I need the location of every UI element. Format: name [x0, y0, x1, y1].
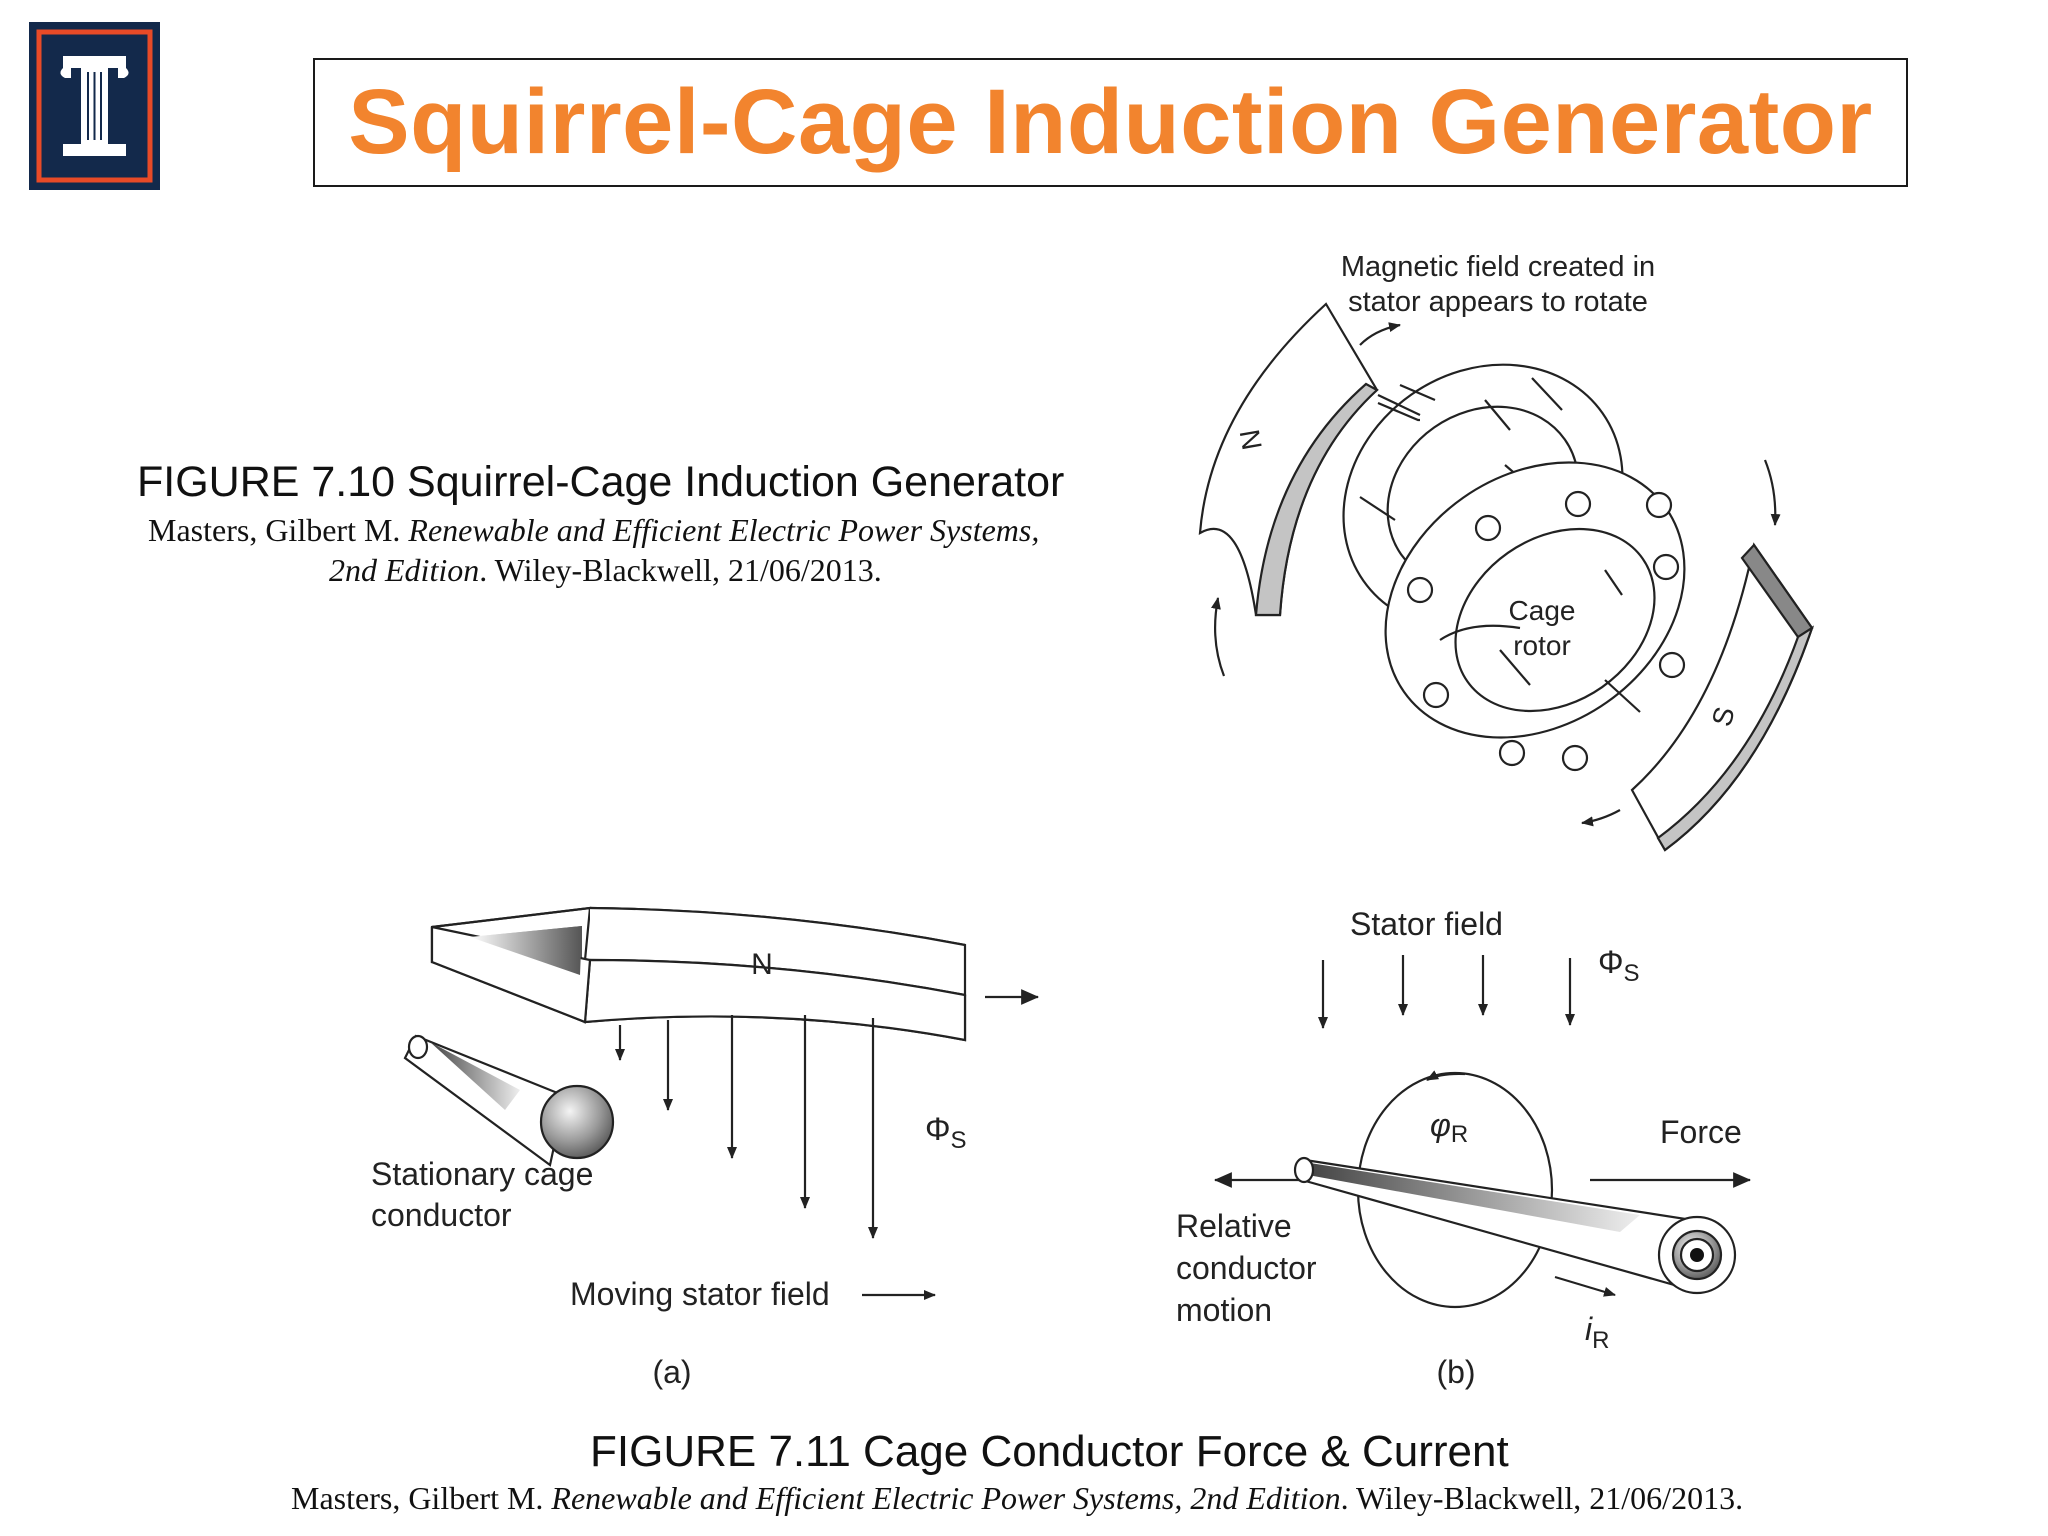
figure-7-11a-diagram: [403, 906, 1040, 1300]
citation-book-title: Renewable and Efficient Electric Power S…: [408, 512, 1040, 548]
cage-rotor-label-line1: Cage: [1509, 595, 1576, 626]
conductor-label-line1: Stationary cage: [371, 1156, 593, 1192]
figure-7-11-citation: Masters, Gilbert M. Renewable and Effici…: [291, 1480, 1743, 1517]
conductor-label-line2: conductor: [371, 1197, 512, 1233]
figure-7-10-caption: FIGURE 7.10 Squirrel-Cage Induction Gene…: [137, 458, 1065, 506]
current-subscript: R: [1592, 1327, 1609, 1354]
figure-7-10-diagram: [1198, 302, 1815, 852]
moving-field-label: Moving stator field: [570, 1276, 830, 1312]
phi-symbol: Φ: [1598, 944, 1624, 980]
figure-7-10-labels: Magnetic field created in stator appears…: [1234, 251, 1741, 730]
phi-r-symbol: φ: [1430, 1107, 1451, 1143]
phi-s-label-b: ΦS: [1598, 944, 1640, 987]
inner-bars: [1439, 569, 1641, 713]
force-label: Force: [1660, 1114, 1742, 1150]
citation-edition: 2nd Edition: [329, 552, 480, 588]
phi-r-label: φR: [1430, 1107, 1468, 1148]
figure-7-11a-labels: N ΦS Stationary cage conductor Moving st…: [371, 948, 967, 1390]
conductor-end-sphere: [539, 1084, 615, 1160]
motion-label-line2: conductor: [1176, 1250, 1317, 1286]
citation-publisher: . Wiley-Blackwell, 21/06/2013.: [479, 552, 882, 588]
north-pole-label-a: N: [751, 948, 773, 981]
stationary-conductor: [403, 1034, 615, 1167]
south-magnet: [1630, 542, 1815, 852]
citation-book-title: Renewable and Efficient Electric Power S…: [551, 1480, 1341, 1516]
field-label-line2: stator appears to rotate: [1348, 286, 1648, 318]
figure-7-11b-diagram: [1213, 955, 1752, 1309]
north-magnet: [1198, 302, 1379, 617]
page-title: Squirrel-Cage Induction Generator: [348, 71, 1873, 173]
phi-s-label-a: ΦS: [925, 1111, 967, 1154]
field-label-line1: Magnetic field created in: [1341, 251, 1655, 283]
figure-7-10-citation-line2: 2nd Edition. Wiley-Blackwell, 21/06/2013…: [329, 552, 882, 589]
phi-symbol: Φ: [925, 1111, 951, 1147]
cage-rotor-label-line2: rotor: [1513, 630, 1571, 661]
motion-label-line3: motion: [1176, 1292, 1272, 1328]
north-pole-bar: [430, 906, 967, 1042]
title-box: Squirrel-Cage Induction Generator: [313, 58, 1908, 187]
citation-author: Masters, Gilbert M.: [148, 512, 409, 548]
phi-subscript: S: [951, 1127, 967, 1154]
university-logo: [29, 22, 160, 190]
stator-field-label: Stator field: [1350, 906, 1503, 942]
current-symbol: i: [1585, 1311, 1593, 1347]
figure-7-11b-labels: Stator field ΦS φR Force Relative conduc…: [1176, 906, 1742, 1390]
field-arrows-b: [1318, 955, 1575, 1029]
figure-7-11-caption: FIGURE 7.11 Cage Conductor Force & Curre…: [590, 1427, 1509, 1476]
panel-a-tag: (a): [652, 1354, 691, 1390]
panel-b-tag: (b): [1436, 1354, 1475, 1390]
motion-label-line1: Relative: [1176, 1208, 1292, 1244]
moving-conductor: [1293, 1156, 1737, 1295]
phi-subscript: S: [1624, 960, 1640, 987]
phi-r-subscript: R: [1451, 1121, 1468, 1148]
field-arrows-a: [615, 989, 1040, 1300]
citation-publisher: . Wiley-Blackwell, 21/06/2013.: [1340, 1480, 1744, 1516]
rotation-arrows: [1211, 322, 1781, 827]
rotor-holes: [1406, 490, 1686, 772]
current-label: iR: [1585, 1311, 1609, 1354]
figure-7-10-citation-line1: Masters, Gilbert M. Renewable and Effici…: [148, 512, 1039, 549]
citation-author: Masters, Gilbert M.: [291, 1480, 552, 1516]
